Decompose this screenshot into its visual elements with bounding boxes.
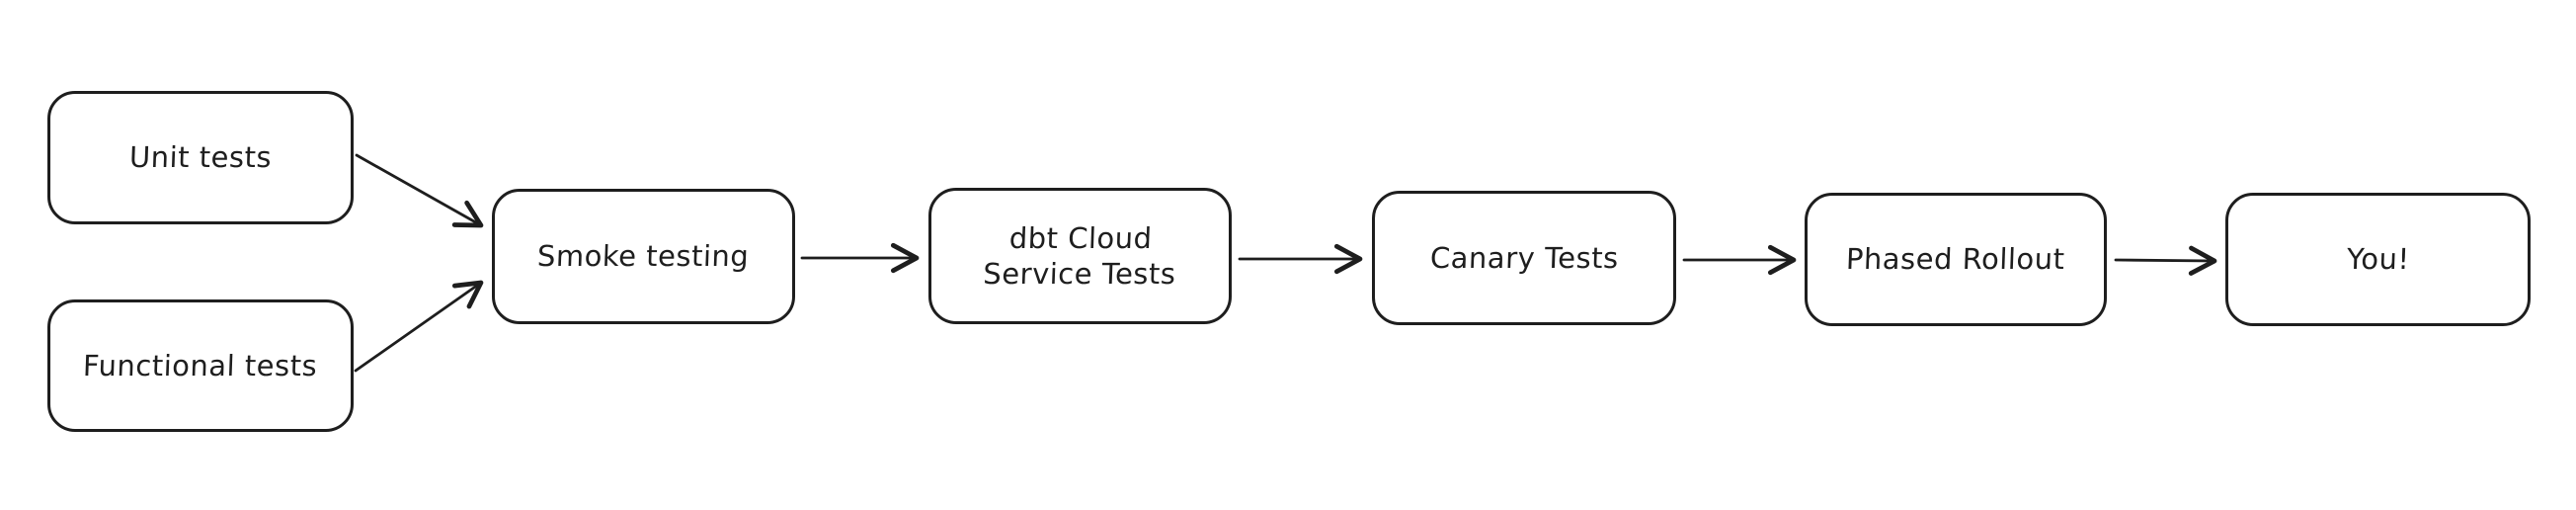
edge-phased-rollout-to-you	[2114, 245, 2217, 276]
node-label-phased-rollout: Phased Rollout	[1845, 242, 2066, 277]
node-phased-rollout: Phased Rollout	[1805, 193, 2107, 326]
node-label-functional-tests: Functional tests	[82, 348, 319, 382]
node-you: You!	[2225, 193, 2531, 326]
edge-unit-tests-to-smoke-testing	[355, 153, 484, 228]
edge-functional-tests-to-smoke-testing	[354, 280, 484, 373]
node-smoke-testing: Smoke testing	[492, 189, 795, 324]
node-label-dbt-cloud-service-tests: dbt Cloud Service Tests	[982, 220, 1177, 291]
node-unit-tests: Unit tests	[47, 91, 354, 224]
node-canary-tests: Canary Tests	[1372, 191, 1676, 325]
node-label-you: You!	[2346, 242, 2410, 277]
node-functional-tests: Functional tests	[47, 299, 354, 432]
node-label-canary-tests: Canary Tests	[1429, 240, 1619, 275]
node-label-unit-tests: Unit tests	[128, 140, 273, 175]
node-dbt-cloud-service-tests: dbt Cloud Service Tests	[928, 188, 1232, 324]
node-label-smoke-testing: Smoke testing	[536, 239, 751, 274]
